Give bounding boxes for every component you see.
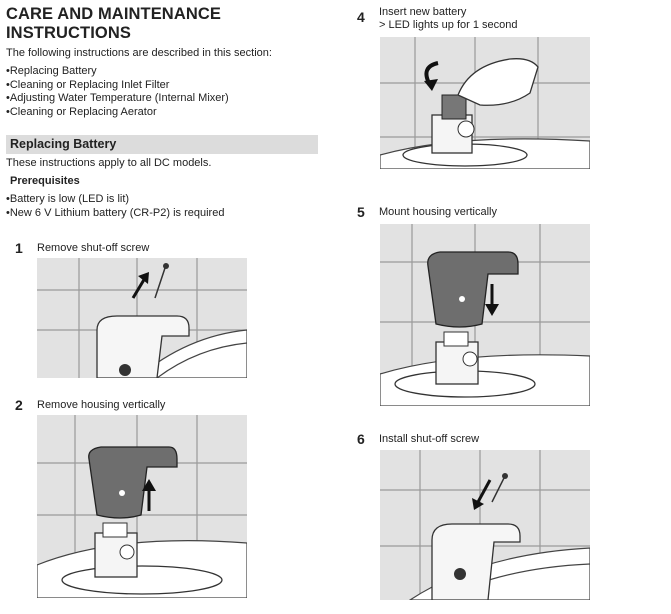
prerequisites-heading: Prerequisites — [10, 175, 80, 187]
list-item: Battery is low (LED is lit) — [6, 193, 224, 207]
section-title: Replacing Battery — [10, 137, 117, 151]
topic-list: Replacing Battery Cleaning or Replacing … — [6, 65, 229, 119]
step-label: Remove housing vertically — [37, 399, 166, 411]
list-item: Cleaning or Replacing Aerator — [6, 106, 229, 120]
step-sublabel: > LED lights up for 1 second — [379, 19, 518, 31]
step-6-illustration — [380, 450, 590, 600]
section-header-bar — [6, 135, 318, 154]
step-1-illustration — [37, 258, 247, 378]
list-item: Adjusting Water Temperature (Internal Mi… — [6, 92, 229, 106]
step-label: Mount housing vertically — [379, 206, 498, 218]
list-item: New 6 V Lithium battery (CR-P2) is requi… — [6, 207, 225, 221]
list-item: Cleaning or Replacing Inlet Filter — [6, 79, 229, 93]
prerequisites-list: Battery is low (LED is lit) New 6 V Lith… — [6, 193, 225, 221]
step-5-illustration — [380, 224, 590, 406]
page-title: CARE AND MAINTENANCE INSTRUCTIONS — [6, 5, 221, 42]
intro-text: The following instructions are described… — [6, 47, 272, 59]
step-4-illustration — [380, 37, 590, 169]
step-label: Install shut-off screw — [379, 433, 480, 445]
step-2-illustration — [37, 415, 247, 598]
step-label: Insert new battery — [379, 6, 467, 18]
step-number: 1 — [15, 240, 23, 256]
list-item: Replacing Battery — [6, 65, 229, 79]
step-number: 5 — [357, 204, 365, 220]
step-number: 6 — [357, 431, 365, 447]
applies-text: These instructions apply to all DC model… — [6, 157, 212, 169]
step-number: 2 — [15, 397, 23, 413]
step-number: 4 — [357, 9, 365, 25]
step-label: Remove shut-off screw — [37, 242, 150, 254]
